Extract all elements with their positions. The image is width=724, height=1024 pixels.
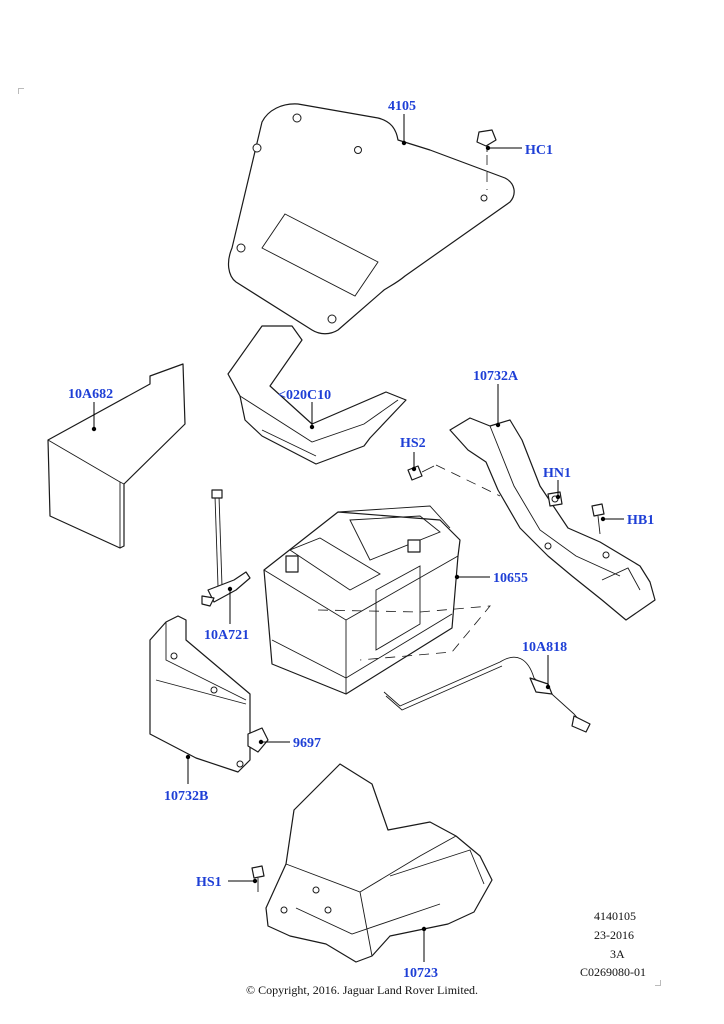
callout-10732a: 10732A [473, 369, 519, 384]
callout-020c10: <020C10 [278, 388, 331, 403]
leader-lines [91, 114, 624, 962]
part-screw-hs1 [251, 865, 265, 892]
meta-rev: 3A [610, 947, 625, 961]
callout-10732b: 10732B [164, 789, 208, 804]
meta-code: C0269080-01 [580, 965, 646, 979]
part-clip-hc1 [476, 129, 497, 190]
callout-hb1: HB1 [627, 513, 654, 528]
part-sensor-cable [383, 656, 591, 733]
callout-10655: 10655 [493, 571, 528, 586]
part-bolt-hb1 [591, 503, 605, 535]
part-battery-tray [265, 763, 493, 963]
battery-base-outline [317, 605, 491, 661]
callout-10a721: 10A721 [204, 628, 249, 643]
part-clip-9697 [247, 727, 269, 753]
part-screw-hs2 [407, 464, 501, 497]
part-battery [263, 505, 461, 695]
part-bracket-10732a [449, 417, 656, 621]
part-tray-support [227, 325, 407, 465]
callout-hs2: HS2 [400, 436, 426, 451]
callout-10a818: 10A818 [522, 640, 567, 655]
meta-date: 23-2016 [594, 928, 634, 942]
callout-9697: 9697 [293, 736, 321, 751]
callout-hn1: HN1 [543, 466, 571, 481]
callout-10a682: 10A682 [68, 387, 113, 402]
part-side-cover [149, 615, 251, 773]
callout-labels: 4105 HC1 10A682 <020C10 10732A HS2 HN1 H… [68, 99, 654, 981]
part-battery-cover [227, 103, 515, 335]
callout-hc1: HC1 [525, 143, 553, 158]
callout-10723: 10723 [403, 966, 438, 981]
copyright-notice: © Copyright, 2016. Jaguar Land Rover Lim… [245, 983, 479, 997]
callout-4105: 4105 [388, 99, 416, 114]
callout-hs1: HS1 [196, 875, 222, 890]
meta-ref: 4140105 [594, 909, 636, 923]
corner-mark-top-left [18, 88, 24, 94]
part-nut-hn1 [547, 491, 563, 507]
part-insulator-pad [47, 363, 186, 549]
part-terminal-cable [201, 489, 251, 607]
